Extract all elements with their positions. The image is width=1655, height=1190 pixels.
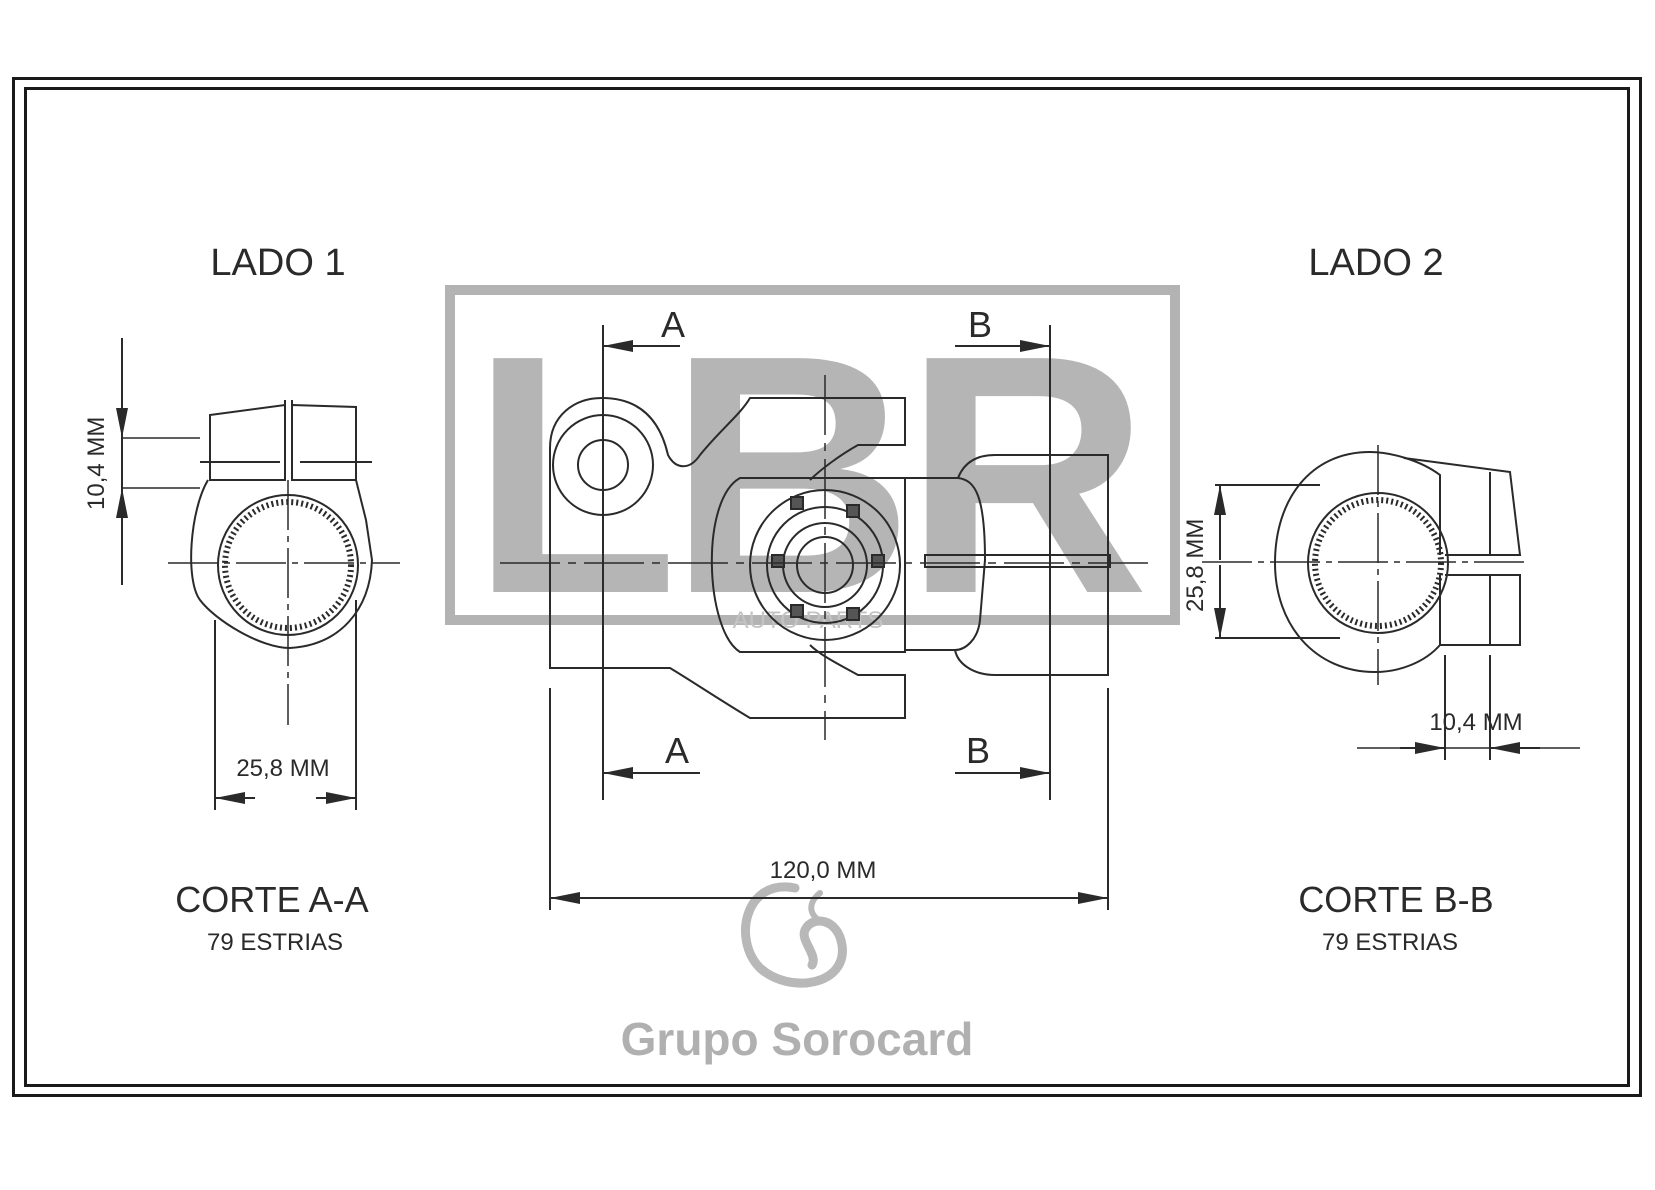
side2-section-title: CORTE B-B	[1298, 879, 1493, 920]
side1-section-note: 79 ESTRIAS	[207, 929, 343, 956]
main-view	[500, 325, 1152, 910]
sorocard-logo-icon	[741, 882, 847, 988]
side1-height-dimension: 10,4 MM	[83, 417, 110, 510]
drawing-border-outer	[12, 77, 1642, 1097]
side2-section-note: 79 ESTRIAS	[1322, 929, 1458, 956]
cut-label-a-bottom: A	[665, 730, 689, 771]
cut-label-b-top: B	[968, 304, 992, 345]
side1-section-title: CORTE A-A	[175, 879, 368, 920]
sorocard-watermark: Grupo Sorocard	[621, 882, 974, 1065]
cut-label-a-top: A	[661, 304, 685, 345]
lbr-watermark: LBR AUTO PARTS	[445, 285, 1180, 665]
side2-title: LADO 2	[1308, 242, 1443, 284]
main-labels: A B A B 120,0 MM	[661, 304, 992, 884]
side2-width-dimension: 10,4 MM	[1429, 709, 1522, 736]
side1-labels: LADO 1 10,4 MM 25,8 MM CORTE A-A 79 ESTR…	[83, 242, 369, 956]
side2-labels: LADO 2 25,8 MM 10,4 MM CORTE B-B 79 ESTR…	[1182, 242, 1523, 956]
cut-label-b-bottom: B	[966, 730, 990, 771]
side1-view	[116, 338, 400, 810]
side1-title: LADO 1	[210, 242, 345, 284]
overall-length-dimension: 120,0 MM	[770, 857, 877, 884]
side2-height-dimension: 25,8 MM	[1182, 519, 1209, 612]
sorocard-watermark-text: Grupo Sorocard	[621, 1013, 974, 1065]
side1-width-dimension: 25,8 MM	[236, 755, 329, 782]
drawing-border-inner	[24, 87, 1630, 1087]
side2-view	[1202, 445, 1580, 760]
